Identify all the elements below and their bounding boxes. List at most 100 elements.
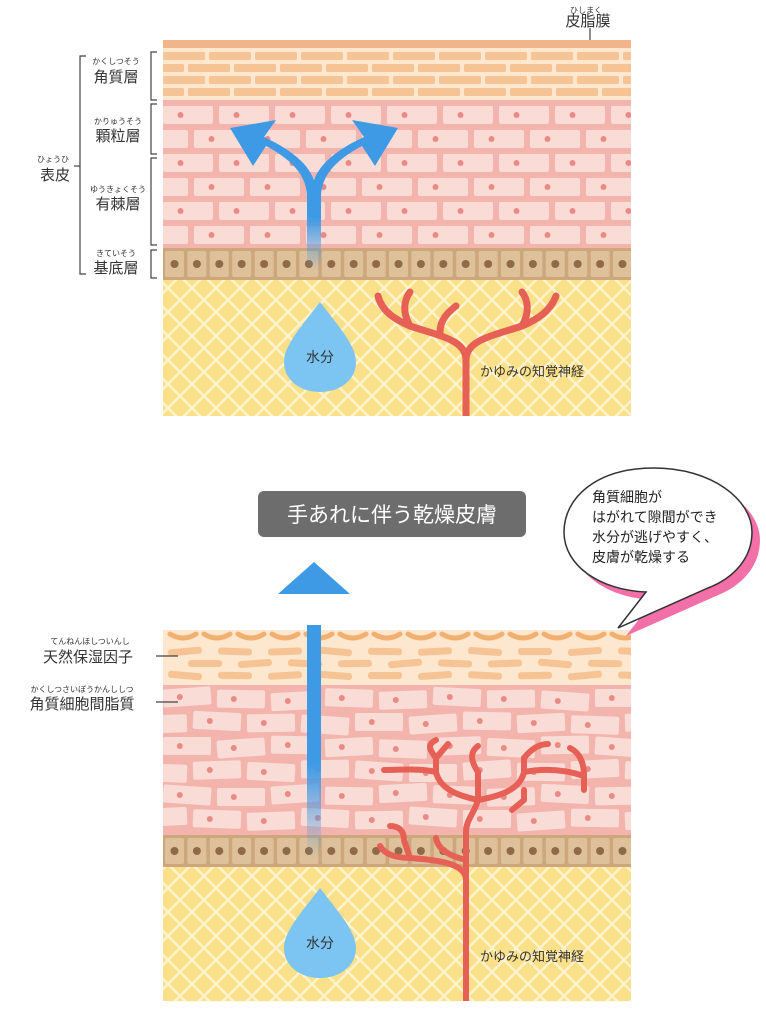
epidermal-cell xyxy=(192,710,242,732)
epidermal-cell xyxy=(540,690,590,712)
epidermal-cell-nucleus xyxy=(208,184,215,190)
nerve-label-bottom: かゆみの知覚神経 xyxy=(480,949,584,965)
basal-layer-bottom xyxy=(165,838,631,864)
epidermal-cell xyxy=(192,760,242,780)
sebum-film-ruby: ひしまく xyxy=(570,6,602,15)
epidermal-cell-nucleus xyxy=(368,719,375,725)
epidermal-cell-nucleus xyxy=(584,815,591,821)
nmf-flake xyxy=(609,631,631,641)
epidermal-cell xyxy=(486,737,536,759)
basal-cell-nucleus xyxy=(618,260,627,268)
water-drop-top xyxy=(284,302,356,392)
epidermal-cell xyxy=(462,759,512,781)
epidermal-cell-nucleus xyxy=(230,696,237,702)
corneum-cell xyxy=(531,76,573,84)
corneum-cell xyxy=(372,64,414,72)
epidermal-cell xyxy=(194,178,244,196)
epidermal-cell xyxy=(163,226,188,244)
corneum-cell xyxy=(556,64,598,72)
epidermal-cell xyxy=(408,806,458,828)
corneum-cell xyxy=(417,647,452,656)
corneum-cell xyxy=(163,64,184,72)
nmf-flake xyxy=(575,631,607,641)
corneum-cell xyxy=(485,52,527,60)
epidermal-cell-nucleus xyxy=(457,208,464,214)
epidermal-cell-nucleus xyxy=(260,720,267,726)
epidermal-cell-nucleus xyxy=(230,794,237,800)
epidermal-cell xyxy=(408,713,458,735)
epidermal-cell-nucleus xyxy=(457,160,464,166)
epidermal-cell xyxy=(516,712,566,734)
epidermal-cell xyxy=(462,711,512,731)
epidermal-cell-nucleus xyxy=(422,814,429,820)
epidermal-cell xyxy=(250,178,300,196)
basal-cell-nucleus xyxy=(349,260,358,268)
corneum-cell xyxy=(280,64,322,72)
epidermal-cell-nucleus xyxy=(432,184,439,190)
corneum-cell xyxy=(588,659,623,668)
corneum-cell xyxy=(188,660,222,667)
corneum-cell xyxy=(347,76,389,84)
epidermal-cell xyxy=(555,202,605,220)
epidermal-cell-nucleus xyxy=(569,208,576,214)
epidermal-cell-nucleus xyxy=(554,742,561,748)
epidermal-cell xyxy=(362,178,412,196)
epidermal-cell xyxy=(246,761,296,783)
epidermal-cell xyxy=(163,737,211,755)
epidermal-cell xyxy=(163,806,188,828)
arrow-shaft-bottom xyxy=(307,625,321,858)
epidermal-cell xyxy=(306,130,356,148)
epidermal-cell-nucleus xyxy=(530,818,537,824)
corneum-cell xyxy=(234,88,276,96)
nmf-flake xyxy=(167,631,199,641)
corneum-cell xyxy=(538,658,573,669)
epidermal-cell xyxy=(216,737,266,759)
layer-2-ruby: ゆうきょくそう xyxy=(90,185,146,194)
corneum-cell xyxy=(218,647,253,656)
basal-cell-nucleus xyxy=(416,260,425,268)
epidermal-cell-nucleus xyxy=(401,160,408,166)
corneum-cell xyxy=(418,64,460,72)
basal-cell-nucleus xyxy=(170,260,179,268)
epidermal-cell-nucleus xyxy=(320,232,327,238)
epidermal-cell xyxy=(331,106,381,124)
nmf-flake xyxy=(269,631,301,641)
epidermal-cell xyxy=(624,761,631,781)
water-label-bottom: 水分 xyxy=(306,936,334,952)
corneum-cell xyxy=(337,659,372,668)
bubble-line-0: 角質細胞が xyxy=(592,490,662,506)
epidermal-cell-nucleus xyxy=(320,136,327,142)
epidermal-cell xyxy=(354,760,404,782)
corneum-cell xyxy=(393,76,435,84)
basal-layer-top xyxy=(165,251,631,277)
basal-cell-nucleus xyxy=(170,847,179,855)
epidermal-cell-nucleus xyxy=(289,208,296,214)
corneum-cell xyxy=(209,52,251,60)
layer-1-label: 顆粒層 xyxy=(95,127,140,145)
epidermal-cell-nucleus xyxy=(600,184,607,190)
bubble-line-1: はがれて隙間ができ xyxy=(592,510,718,526)
epidermal-cell xyxy=(246,713,296,733)
basal-cell-nucleus xyxy=(484,847,493,855)
corneum-layer-top xyxy=(163,52,631,96)
epidermal-cell xyxy=(163,763,188,783)
corneum-cell xyxy=(326,64,368,72)
epidermal-cell-nucleus xyxy=(639,768,645,774)
corneum-cell xyxy=(623,52,631,60)
epidermal-cell-nucleus xyxy=(544,184,551,190)
leaders-bottom xyxy=(156,655,178,703)
epidermal-cell xyxy=(555,154,605,172)
epidermal-cell-nucleus xyxy=(368,817,375,823)
epidermal-cell-nucleus xyxy=(600,136,607,142)
epidermal-cell xyxy=(163,154,213,172)
epidermal-cell xyxy=(194,226,244,244)
corneum-cell xyxy=(439,52,481,60)
epidermal-cell xyxy=(219,106,269,124)
epidermal-cell-nucleus xyxy=(177,112,184,118)
epidermal-cell-nucleus xyxy=(608,793,615,799)
epidermal-cell xyxy=(387,106,437,124)
epidermal-cell xyxy=(530,130,580,148)
epidermal-cell-nucleus xyxy=(260,769,267,775)
corneum-cell xyxy=(464,88,506,96)
epidermal-cell xyxy=(362,226,412,244)
